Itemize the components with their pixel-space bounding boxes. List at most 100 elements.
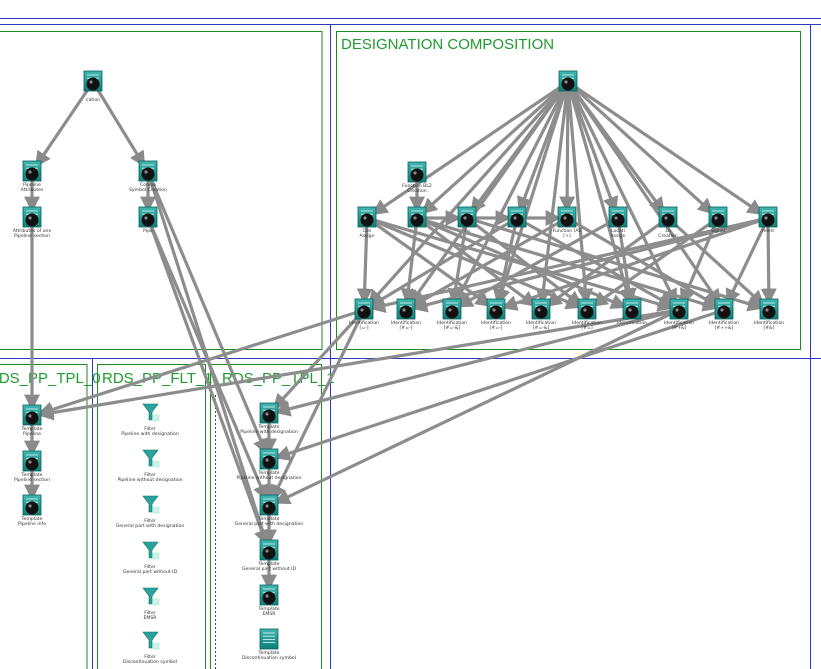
panel-left-top — [0, 31, 323, 350]
node-dot-highlight — [144, 170, 148, 174]
node-dot — [360, 213, 374, 227]
node-dot-highlight — [675, 308, 679, 312]
edge-b1-tr1 — [272, 308, 366, 411]
node-m_d[interactable] — [507, 206, 527, 228]
node-label: Locati — [611, 228, 625, 234]
node-dot-highlight — [28, 216, 32, 220]
edge-m_i-b10 — [760, 217, 777, 305]
node-dot — [25, 167, 39, 181]
node-b9[interactable]: Identification[#++&] — [709, 298, 739, 331]
node-dot-highlight — [402, 308, 406, 312]
node-dot-highlight — [537, 308, 541, 312]
edge-root_r-b5 — [535, 81, 570, 305]
node-dot-highlight — [28, 414, 32, 418]
node-label: General part with designation — [235, 521, 304, 527]
node-dot-highlight — [448, 308, 452, 312]
node-dot — [410, 168, 424, 182]
node-dot — [711, 213, 725, 227]
node-dot — [357, 305, 371, 319]
document-icon — [259, 628, 279, 650]
node-label: Identification — [754, 320, 784, 326]
node-label: Identification — [617, 320, 647, 326]
node-b1[interactable]: Identification[=-] — [349, 298, 379, 331]
node-b4[interactable]: Identification[#=-] — [481, 298, 511, 331]
node-label: Filter — [144, 564, 155, 570]
node-root_r[interactable] — [558, 70, 578, 92]
node-dot-highlight — [265, 458, 269, 462]
edge-m_a-b4 — [366, 216, 492, 308]
node-m_e[interactable]: Function (AE[+] — [553, 206, 582, 239]
node-dot-highlight — [720, 308, 724, 312]
node-dot — [717, 305, 731, 319]
node-dot — [534, 305, 548, 319]
node-label: Template — [21, 472, 43, 478]
node-b10[interactable]: Identification[#&] — [754, 298, 784, 331]
node-label: [#=-&] — [533, 325, 550, 331]
node-b5[interactable]: Identification[#=-&] — [526, 298, 556, 331]
edge-root_r-b7 — [566, 81, 634, 305]
node-dot-highlight — [764, 216, 768, 220]
node-b2[interactable]: Identification[#=-] — [391, 298, 421, 331]
node-label: Attributes of one — [13, 228, 52, 234]
node-m_h[interactable]: Signal — [708, 206, 728, 234]
node-label: Template — [258, 424, 280, 430]
node-dot — [625, 305, 639, 319]
node-dot — [580, 305, 594, 319]
node-label: [#&] — [763, 325, 774, 331]
node-dot-highlight — [765, 308, 769, 312]
node-label: Filter — [144, 472, 155, 478]
edge-m_g-b5 — [545, 216, 669, 308]
filter-icon — [142, 495, 160, 514]
edges — [24, 80, 777, 591]
node-label: Identification — [437, 320, 467, 326]
node-b8[interactable]: Identification[#+&] — [664, 298, 694, 331]
node-label: Creation — [658, 233, 678, 239]
edge-root_r-b3 — [453, 81, 570, 306]
node-dot — [399, 305, 413, 319]
node-b6[interactable]: Identification[#=] — [572, 298, 602, 331]
node-dot-highlight — [583, 308, 587, 312]
node-label: cation — [86, 97, 100, 103]
edge-m_f-b3 — [456, 216, 619, 309]
node-pipe[interactable]: Pipe — [138, 206, 158, 234]
filter-icon — [142, 541, 160, 560]
node-root_l[interactable]: cation — [83, 70, 103, 103]
edge-b8-tr3 — [273, 308, 680, 505]
node-m_i[interactable]: ment — [758, 206, 778, 234]
panel-title-tpl0: RDS_PP_TPL_0 — [0, 370, 101, 387]
node-b7[interactable]: Identification — [617, 298, 647, 326]
node-label: [#=-] — [400, 325, 413, 331]
node-m_b[interactable] — [407, 206, 427, 228]
node-dot-highlight — [28, 460, 32, 464]
node-label: Pipeline — [23, 182, 41, 188]
node-label: Pipeline section — [14, 233, 50, 239]
node-m_c[interactable]: Fu — [457, 206, 477, 234]
node-dot — [262, 546, 276, 560]
node-b3[interactable]: Identification[#=-&] — [437, 298, 467, 331]
node-label: Pipeline with designation — [240, 429, 298, 435]
node-label: [#=-&] — [444, 325, 461, 331]
